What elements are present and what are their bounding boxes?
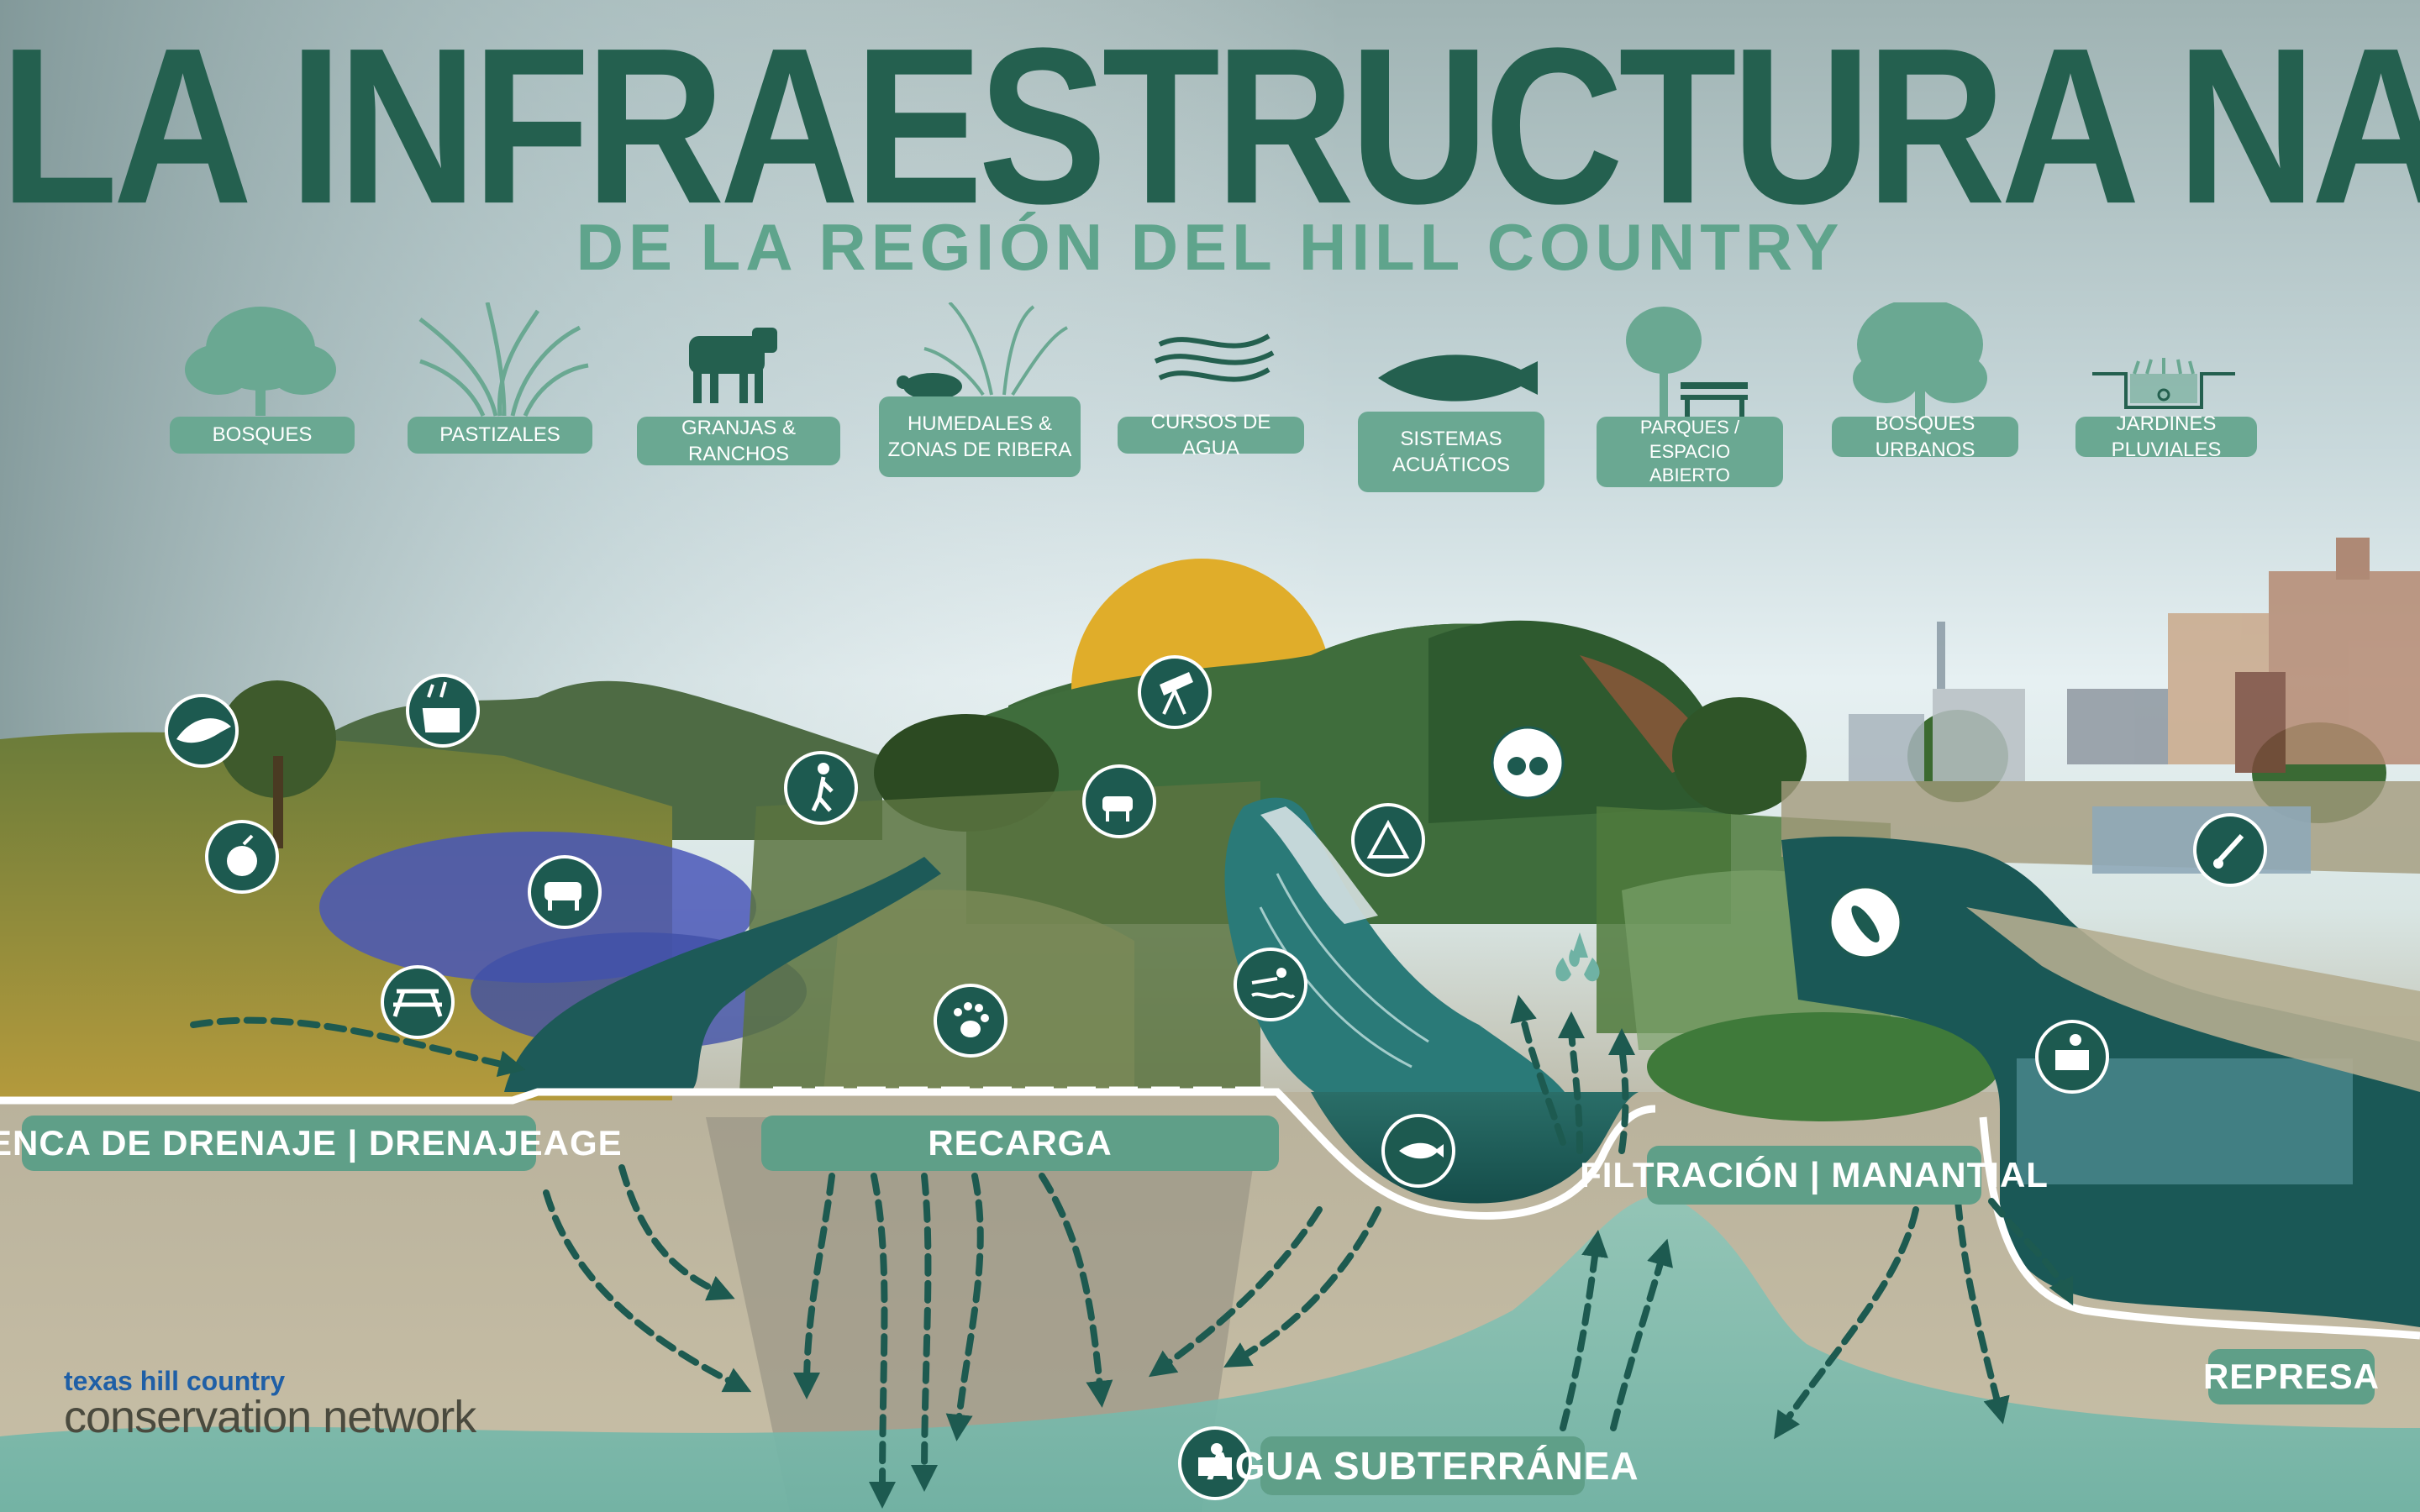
water-tap-icon bbox=[1178, 1426, 1252, 1500]
flow-arrows bbox=[190, 995, 2074, 1509]
fruit-icon bbox=[205, 820, 279, 894]
hiker-icon bbox=[784, 751, 858, 825]
urban-tree-icon bbox=[1853, 302, 1987, 420]
waves-icon bbox=[1154, 333, 1275, 382]
category-label-pastizales: PASTIZALES bbox=[408, 417, 592, 454]
tree-bench-icon bbox=[1626, 307, 1748, 420]
rain-garden-icon bbox=[2092, 358, 2235, 409]
bird-icon bbox=[165, 694, 239, 768]
fish-icon bbox=[1381, 1114, 1455, 1188]
zone-label-drainage: CUENCA DE DRENAJE | DRENAJEAGE bbox=[0, 1116, 622, 1171]
zone-label-filtration: FILTRACIÓN | MANANTIAL bbox=[1580, 1146, 2048, 1205]
turtle-reeds-icon bbox=[897, 302, 1068, 400]
zone-label-dam: REPRESA bbox=[2203, 1349, 2379, 1404]
category-label-bosques-urbanos: BOSQUES URBANOS bbox=[1832, 412, 2018, 461]
goat-icon bbox=[1082, 764, 1156, 838]
tent-icon bbox=[1351, 803, 1425, 877]
picnic-table-icon bbox=[381, 965, 455, 1039]
category-label-sistemas: SISTEMAS ACUÁTICOS bbox=[1358, 412, 1544, 492]
cow-icon bbox=[689, 328, 777, 403]
surface-line bbox=[0, 1088, 1656, 1220]
art-brush-icon bbox=[2193, 813, 2267, 887]
category-label-granjas: GRANJAS & RANCHOS bbox=[637, 417, 840, 465]
spring-island bbox=[1647, 1012, 2000, 1121]
deer-icon bbox=[406, 674, 480, 748]
telescope-icon bbox=[1138, 655, 1212, 729]
drinking-fountain-icon bbox=[2035, 1020, 2109, 1094]
tree-icon bbox=[185, 307, 336, 416]
zone-label-recharge: RECARGA bbox=[761, 1116, 1279, 1171]
grass-icon bbox=[418, 302, 589, 417]
cow-icon bbox=[528, 855, 602, 929]
zone-label-groundwater: AGUA SUBTERRÁNEA bbox=[1206, 1436, 1639, 1495]
page-title: LA INFRAESTRUCTURA NATURAL bbox=[0, 1, 2420, 250]
logo-line-1: texas hill country bbox=[64, 1366, 286, 1396]
logo: texas hill country conservation network bbox=[64, 1368, 476, 1440]
groundwater-layer bbox=[0, 1195, 2420, 1512]
category-label-humedales: HUMEDALES & ZONAS DE RIBERA bbox=[879, 396, 1081, 477]
city-skyline bbox=[1849, 538, 2420, 781]
category-label-bosques: BOSQUES bbox=[170, 417, 355, 454]
fish-icon bbox=[1378, 354, 1538, 402]
category-icons bbox=[185, 302, 2235, 420]
page-subtitle: DE LA REGIÓN DEL HILL COUNTRY bbox=[576, 210, 1844, 284]
logo-line-2: conservation network bbox=[64, 1392, 476, 1442]
binoculars-icon bbox=[1491, 726, 1565, 800]
swimmer-icon bbox=[1234, 948, 1307, 1021]
stream-left bbox=[504, 857, 941, 1092]
paw-icon bbox=[934, 984, 1007, 1058]
kayak-icon bbox=[1828, 885, 1902, 959]
category-label-parques: PARQUES / ESPACIO ABIERTO bbox=[1597, 417, 1783, 487]
